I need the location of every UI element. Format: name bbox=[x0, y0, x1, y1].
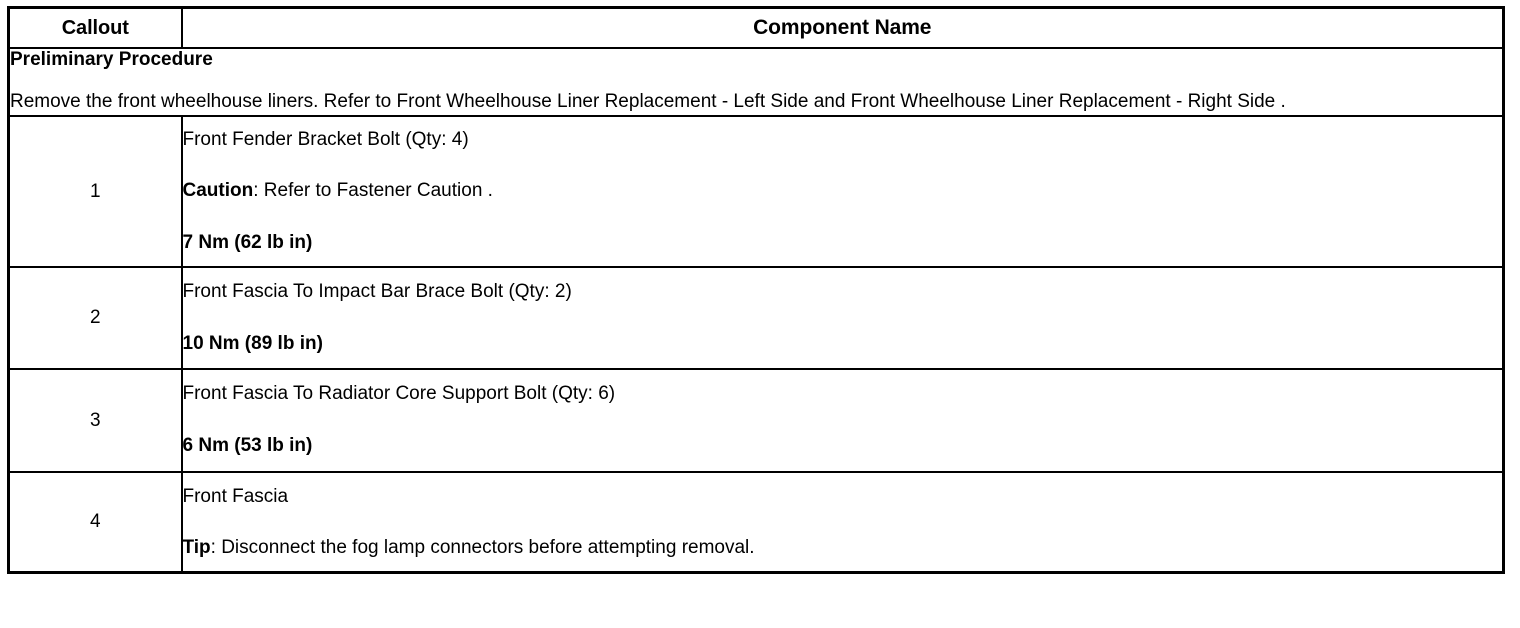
preliminary-procedure-cell: Preliminary Procedure Remove the front w… bbox=[7, 46, 1505, 118]
table-row: 4 Front Fascia Tip: Disconnect the fog l… bbox=[7, 470, 1505, 574]
component-name-cell: Front Fender Bracket Bolt (Qty: 4) Cauti… bbox=[180, 115, 1505, 269]
component-description: Front Fascia To Impact Bar Brace Bolt (Q… bbox=[182, 281, 572, 303]
component-description: Front Fascia bbox=[182, 485, 289, 507]
note-text: : Disconnect the fog lamp connectors bef… bbox=[210, 537, 755, 559]
preliminary-procedure-body: Remove the front wheelhouse liners. Refe… bbox=[10, 91, 1286, 113]
table-row: 2 Front Fascia To Impact Bar Brace Bolt … bbox=[7, 266, 1505, 371]
preliminary-procedure-title: Preliminary Procedure bbox=[10, 49, 213, 70]
callout-number: 1 bbox=[7, 115, 183, 269]
callout-number: 4 bbox=[7, 470, 183, 574]
column-header-component-name: Component Name bbox=[180, 6, 1505, 49]
column-header-callout: Callout bbox=[7, 6, 183, 49]
component-description: Front Fender Bracket Bolt (Qty: 4) bbox=[182, 128, 469, 150]
table-row: 3 Front Fascia To Radiator Core Support … bbox=[7, 368, 1505, 473]
torque-spec: 10 Nm (89 lb in) bbox=[182, 332, 323, 354]
component-name-cell: Front Fascia To Impact Bar Brace Bolt (Q… bbox=[180, 266, 1505, 371]
note-label: Tip bbox=[182, 537, 211, 559]
note-label: Caution bbox=[182, 180, 254, 202]
torque-spec: 7 Nm (62 lb in) bbox=[182, 231, 313, 253]
note-text: : Refer to Fastener Caution . bbox=[253, 180, 493, 202]
table-header-row: Callout Component Name bbox=[7, 6, 1505, 49]
torque-spec: 6 Nm (53 lb in) bbox=[182, 435, 313, 457]
component-callout-table: Callout Component Name Preliminary Proce… bbox=[7, 6, 1505, 575]
callout-number: 2 bbox=[7, 266, 183, 371]
component-name-cell: Front Fascia Tip: Disconnect the fog lam… bbox=[180, 470, 1505, 574]
component-note: Tip: Disconnect the fog lamp connectors … bbox=[183, 536, 1503, 561]
table-body: Preliminary Procedure Remove the front w… bbox=[7, 46, 1505, 574]
component-name-cell: Front Fascia To Radiator Core Support Bo… bbox=[180, 368, 1505, 473]
preliminary-procedure-row: Preliminary Procedure Remove the front w… bbox=[7, 46, 1505, 118]
callout-number: 3 bbox=[7, 368, 183, 473]
table-header: Callout Component Name bbox=[7, 6, 1505, 49]
component-note: Caution: Refer to Fastener Caution . bbox=[183, 179, 1503, 204]
table-row: 1 Front Fender Bracket Bolt (Qty: 4) Cau… bbox=[7, 115, 1505, 269]
component-description: Front Fascia To Radiator Core Support Bo… bbox=[182, 383, 616, 405]
